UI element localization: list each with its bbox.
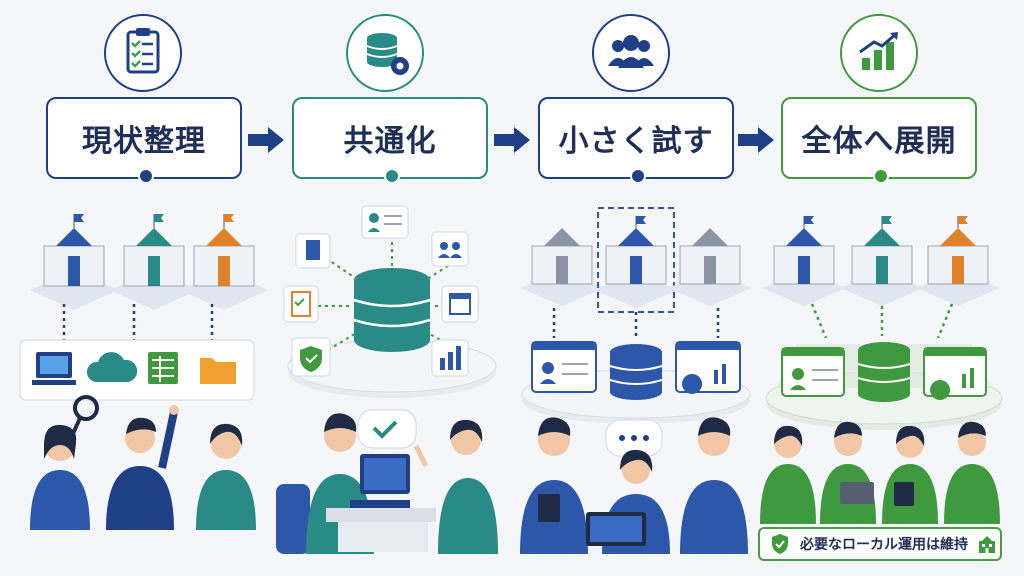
laptop-icon bbox=[32, 352, 76, 385]
central-database-icon bbox=[353, 268, 431, 352]
school-building-teal bbox=[840, 216, 924, 306]
analytics-window-icon bbox=[923, 347, 987, 400]
school-building-teal bbox=[110, 214, 198, 310]
stage-2-box: 共通化 bbox=[292, 97, 488, 184]
cloud-icon bbox=[86, 352, 138, 382]
stage-3-icon-badge bbox=[592, 14, 670, 92]
calendar-icon bbox=[441, 285, 479, 323]
database-gear-icon bbox=[366, 33, 409, 75]
stage-3-connector-dot bbox=[630, 168, 646, 184]
arrow-right-icon bbox=[248, 127, 284, 153]
profile-card-icon bbox=[361, 205, 409, 239]
stage-4-icon-badge bbox=[840, 14, 918, 92]
shield-check-icon bbox=[772, 534, 788, 554]
current-state-illustration bbox=[19, 214, 268, 530]
database-icon bbox=[857, 342, 911, 402]
school-building-gray bbox=[668, 228, 752, 306]
school-building-gray bbox=[520, 228, 604, 306]
school-building-blue bbox=[762, 216, 846, 306]
speech-bubble-ellipsis-icon bbox=[605, 419, 663, 457]
checklist-icon bbox=[283, 285, 319, 323]
stage-4-label: 全体へ展開 bbox=[801, 124, 957, 159]
stage-4-box: 全体へ展開 bbox=[781, 97, 977, 184]
rollout-illustration bbox=[760, 216, 1003, 524]
stage-2-label: 共通化 bbox=[343, 124, 437, 159]
database-icon bbox=[609, 344, 663, 400]
bar-chart-icon bbox=[431, 339, 469, 377]
pilot-illustration bbox=[520, 207, 752, 554]
arrow-right-icon bbox=[738, 127, 774, 153]
standardization-illustration bbox=[276, 205, 498, 554]
school-building-blue-pilot bbox=[594, 216, 678, 308]
team-people-icon bbox=[608, 35, 654, 68]
growth-chart-icon bbox=[859, 32, 898, 70]
spreadsheet-icon bbox=[148, 352, 178, 384]
stage-3-label: 小さく試す bbox=[558, 124, 714, 159]
local-operation-badge: 必要なローカル運用は維持 bbox=[758, 527, 1002, 561]
stage-1-icon-badge bbox=[104, 14, 182, 92]
school-building-blue bbox=[30, 214, 118, 310]
stage-1-connector-dot bbox=[138, 168, 154, 184]
analytics-window-icon bbox=[675, 341, 741, 394]
stage-4-connector-dot bbox=[873, 168, 889, 184]
clipboard-checklist-icon bbox=[126, 28, 160, 74]
school-building-icon bbox=[979, 536, 995, 553]
school-building-orange bbox=[180, 214, 268, 310]
badge-label: 必要なローカル運用は維持 bbox=[800, 537, 968, 553]
stage-3-box: 小さく試す bbox=[538, 97, 734, 184]
users-icon bbox=[431, 231, 469, 267]
school-building-orange bbox=[916, 216, 1000, 306]
stage-2-connector-dot bbox=[384, 168, 400, 184]
stage-2-icon-badge bbox=[346, 14, 424, 92]
profile-window-icon bbox=[781, 347, 845, 397]
speech-bubble-check-icon bbox=[357, 409, 417, 449]
profile-window-icon bbox=[531, 341, 597, 393]
shield-check-icon bbox=[291, 337, 331, 377]
folder-icon bbox=[200, 358, 236, 384]
document-icon bbox=[295, 233, 331, 269]
arrow-right-icon bbox=[494, 127, 530, 153]
stage-1-label: 現状整理 bbox=[82, 124, 206, 159]
stage-1-box: 現状整理 bbox=[46, 97, 242, 184]
